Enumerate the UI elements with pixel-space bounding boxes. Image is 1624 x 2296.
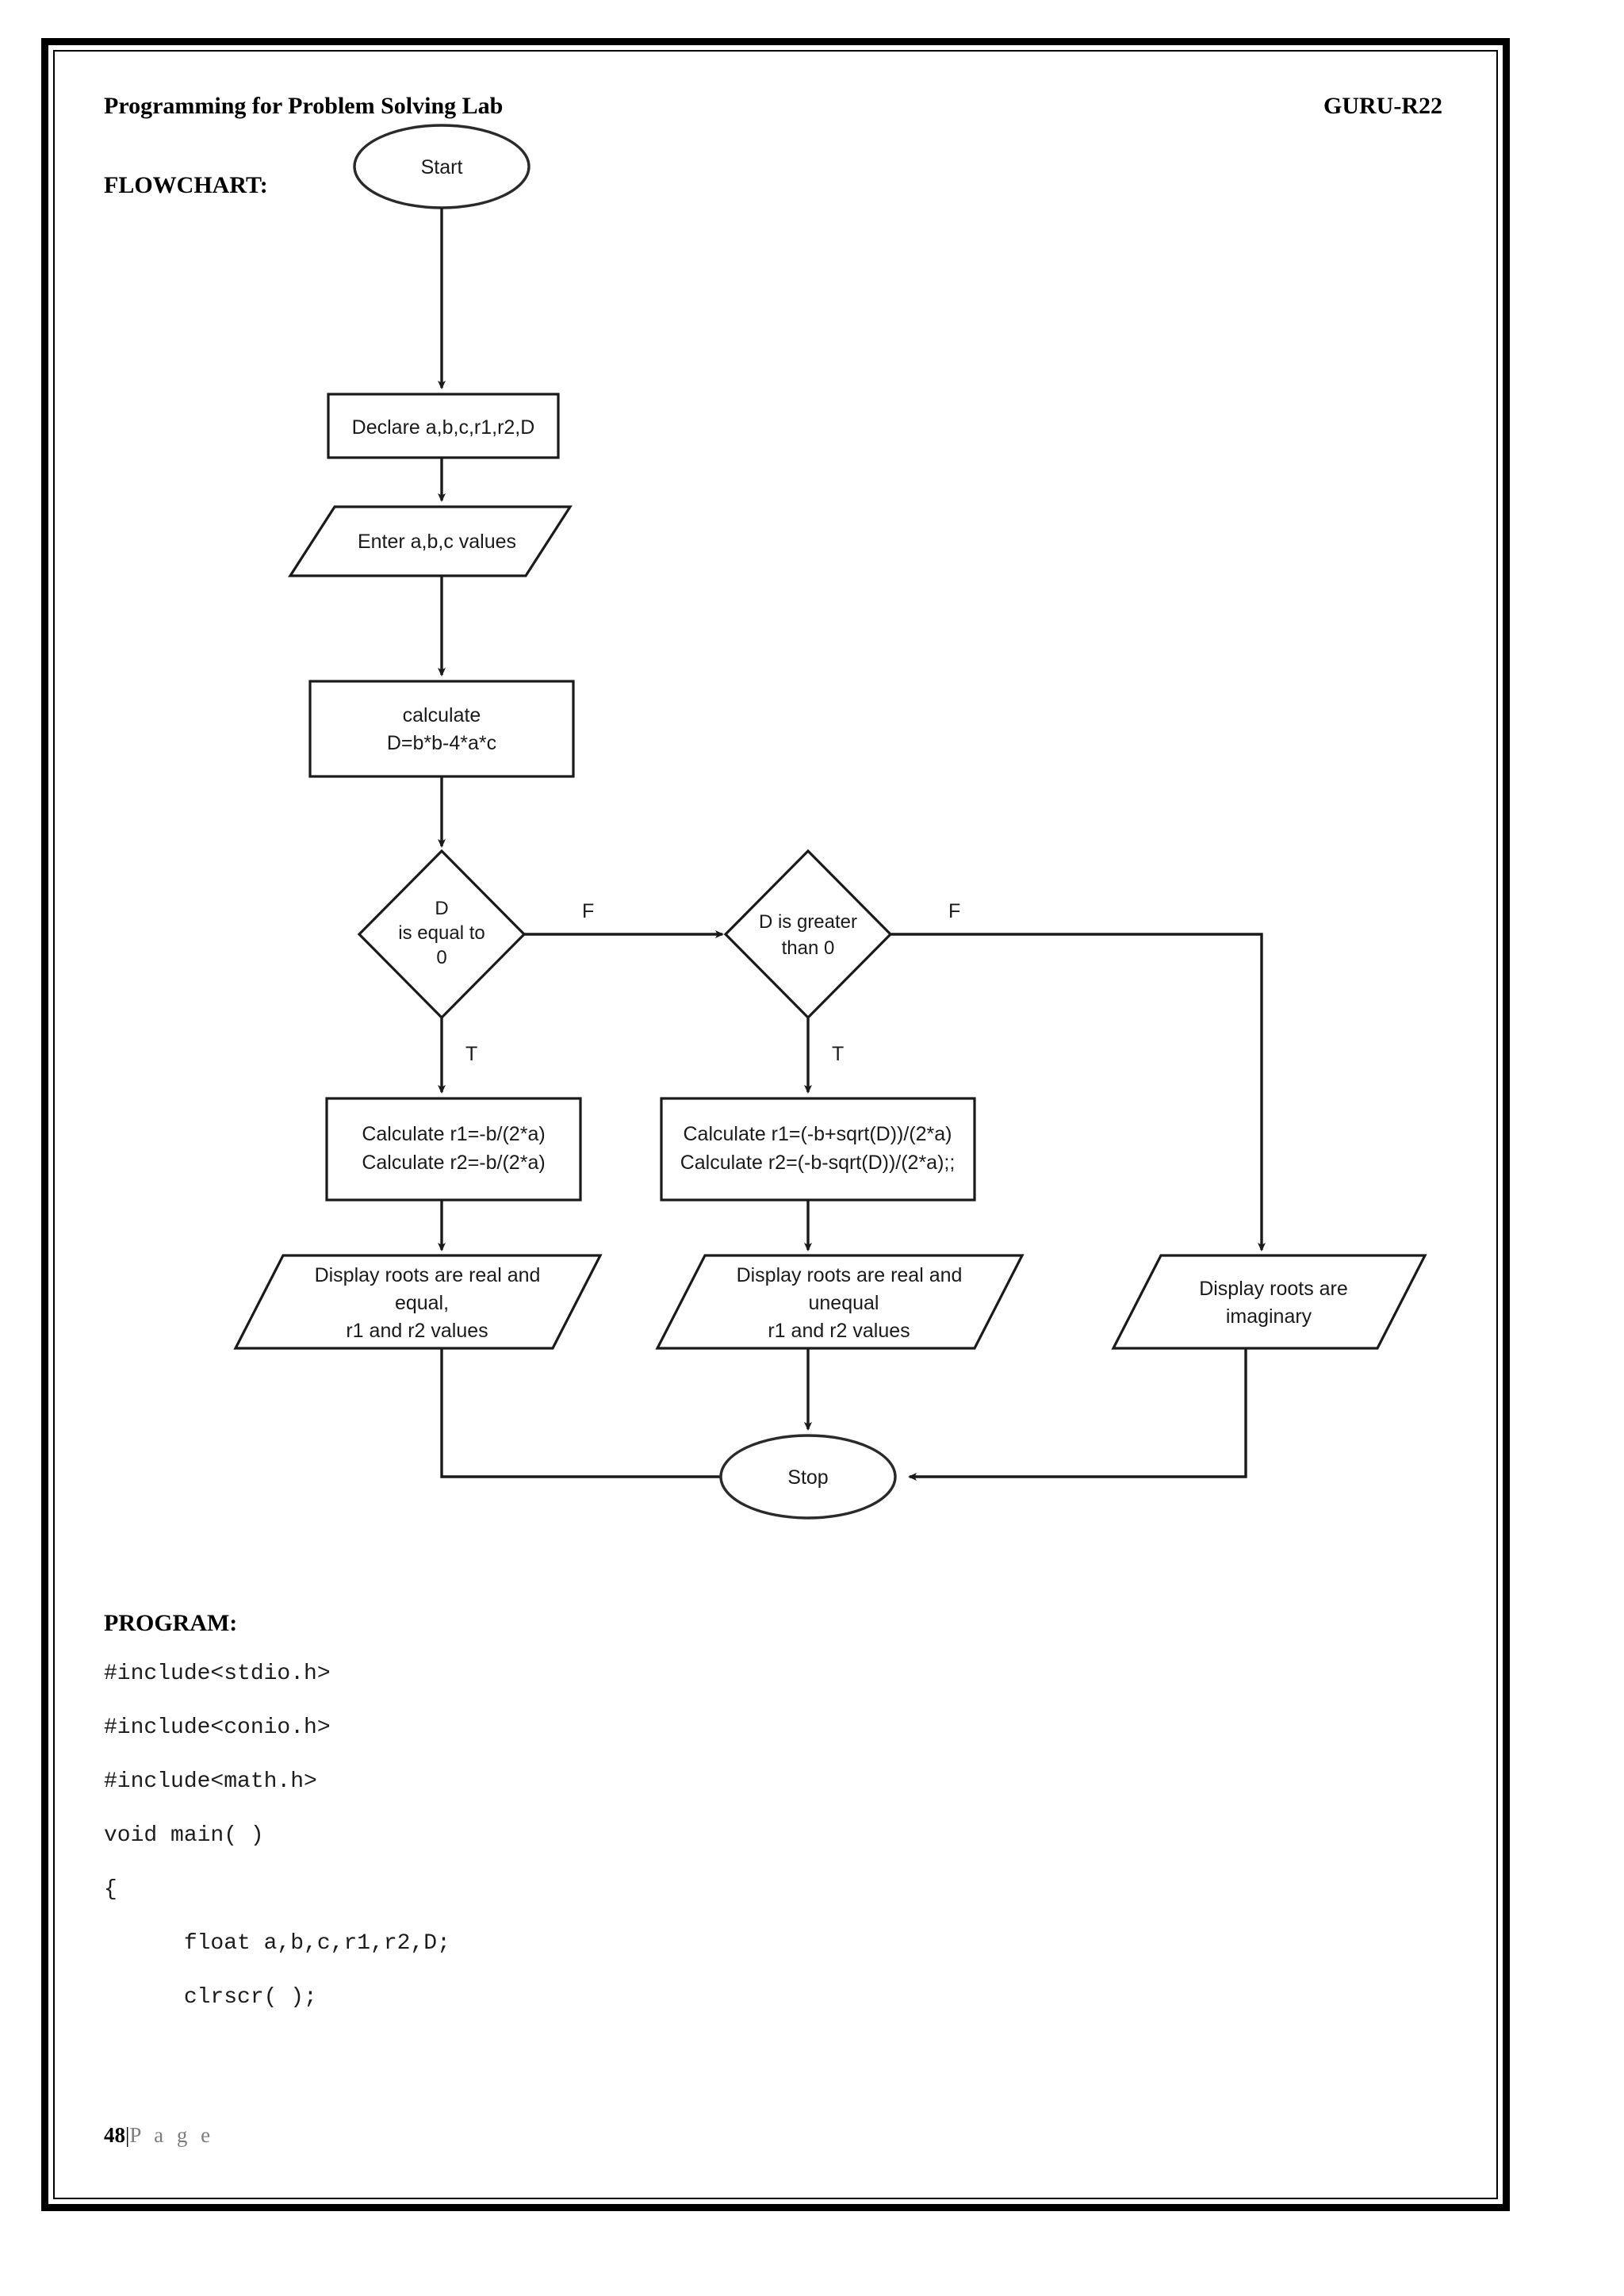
node-declare-shape [327, 393, 560, 459]
page-border-outer: Programming for Problem Solving Lab GURU… [41, 38, 1510, 2211]
node-declare-label: Declare a,b,c,r1,r2,D [352, 416, 535, 439]
node-unequal-roots-shape [660, 1097, 976, 1202]
node-calculate-d-line2: D=b*b-4*a*c [387, 732, 496, 754]
node-equal-roots-line2: Calculate r2=-b/(2*a) [362, 1152, 545, 1174]
node-unequal-roots-line2: Calculate r2=(-b-sqrt(D))/(2*a);; [680, 1152, 956, 1174]
header-title-right: GURU-R22 [1323, 93, 1442, 119]
flowchart-diagram: Start Declare a,b,c,r1,r2,D Enter a,b,c … [233, 124, 1427, 1520]
node-display-imaginary-shape [1111, 1254, 1427, 1350]
node-display-equal-line3: r1 and r2 values [346, 1320, 488, 1342]
node-stop-label: Stop [787, 1466, 828, 1489]
node-input-shape [288, 505, 573, 577]
node-display-unequal-line3: r1 and r2 values [768, 1320, 910, 1342]
footer-page-number: 48 [104, 2123, 125, 2147]
node-decision-greater-line1: D is greater [759, 911, 857, 933]
code-line-2: #include<math.h> [104, 1769, 317, 1794]
node-display-equal-line1: Display roots are real and [315, 1264, 541, 1286]
page-sheet: Programming for Problem Solving Lab GURU… [55, 52, 1496, 2198]
code-line-3: void main( ) [104, 1823, 264, 1848]
node-input-label: Enter a,b,c values [358, 531, 516, 553]
page-border-inner: Programming for Problem Solving Lab GURU… [53, 50, 1498, 2199]
node-unequal-roots-line1: Calculate r1=(-b+sqrt(D))/(2*a) [684, 1123, 952, 1145]
edge-display-equal-to-stop [440, 1348, 775, 1481]
edge-display-imaginary-to-stop [908, 1348, 1247, 1481]
node-decision-equal-line3: 0 [436, 947, 446, 968]
footer-separator: | [125, 2123, 130, 2147]
node-display-unequal-line2: unequal [809, 1292, 879, 1314]
node-start-label: Start [421, 156, 463, 178]
node-decision-equal-line1: D [435, 898, 448, 919]
label-decision2-true: T [832, 1043, 844, 1065]
code-line-6: clrscr( ); [104, 1985, 317, 2010]
node-display-unequal-shape [655, 1254, 1025, 1350]
program-heading: PROGRAM: [104, 1610, 238, 1636]
code-line-1: #include<conio.h> [104, 1715, 331, 1740]
node-equal-roots-line1: Calculate r1=-b/(2*a) [362, 1123, 545, 1145]
flowchart-heading: FLOWCHART: [104, 172, 268, 198]
node-calculate-d-shape [308, 680, 575, 778]
node-decision-equal-line2: is equal to [398, 922, 485, 944]
code-line-5: float a,b,c,r1,r2,D; [104, 1931, 450, 1956]
code-line-0: #include<stdio.h> [104, 1662, 331, 1686]
node-decision-greater-line2: than 0 [782, 937, 835, 959]
node-calculate-d-line1: calculate [403, 704, 481, 726]
node-stop-shape [719, 1434, 897, 1520]
label-decision1-true: T [465, 1043, 477, 1065]
footer-page-label: P a g e [129, 2123, 215, 2147]
node-display-imaginary-line1: Display roots are [1199, 1278, 1348, 1300]
node-display-equal-line2: equal, [395, 1292, 449, 1314]
node-decision-greater-shape [723, 849, 893, 1020]
code-line-4: { [104, 1877, 117, 1902]
header-title-left: Programming for Problem Solving Lab [104, 93, 504, 119]
node-display-equal-shape [233, 1254, 603, 1350]
label-decision1-false: F [582, 900, 594, 922]
label-decision2-false: F [948, 900, 960, 922]
node-display-imaginary-line2: imaginary [1226, 1305, 1312, 1328]
page-footer: 48|P a g e [104, 2123, 214, 2148]
node-display-unequal-line1: Display roots are real and [737, 1264, 963, 1286]
node-equal-roots-shape [325, 1097, 582, 1202]
edge-decision2-false [891, 933, 1266, 1251]
